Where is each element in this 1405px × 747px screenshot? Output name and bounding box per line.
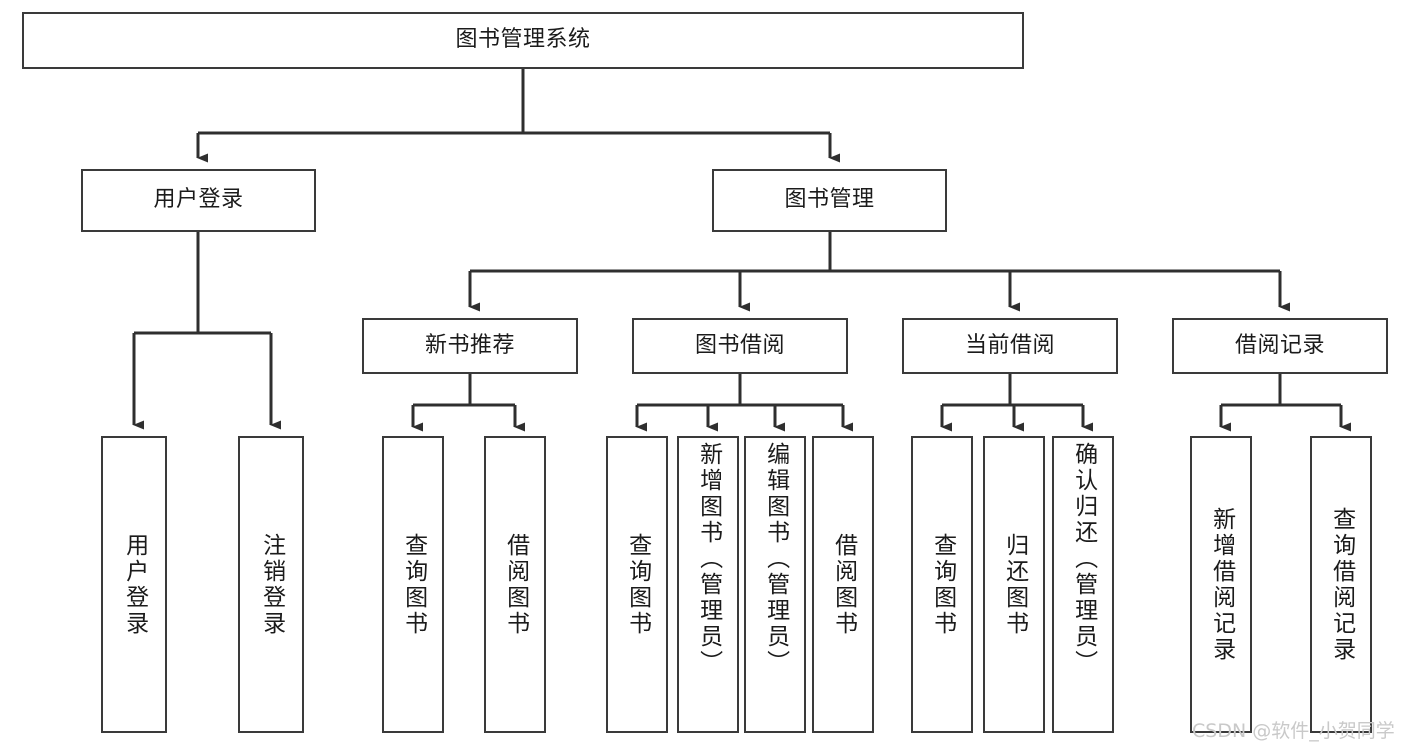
node-current-borrow-label: 当前借阅 <box>964 332 1055 358</box>
node-leaf-borrow-book-label: 借阅图书 <box>830 532 857 637</box>
node-leaf-edit-book-label: 编辑图书（管理员） <box>762 442 789 676</box>
node-new-book-recommend-label: 新书推荐 <box>424 332 515 358</box>
node-leaf-borrow-book[interactable]: 借阅图书 <box>812 436 874 733</box>
node-leaf-user-login[interactable]: 用户登录 <box>101 436 167 733</box>
node-leaf-query-book-borrow[interactable]: 查询图书 <box>606 436 668 733</box>
node-book-borrow-label: 图书借阅 <box>694 332 785 358</box>
node-leaf-borrow-book-recommend[interactable]: 借阅图书 <box>484 436 546 733</box>
node-leaf-confirm-return-label: 确认归还（管理员） <box>1070 442 1097 676</box>
node-leaf-query-book-current[interactable]: 查询图书 <box>911 436 973 733</box>
node-leaf-query-book-current-label: 查询图书 <box>929 532 956 637</box>
node-leaf-add-borrow-record[interactable]: 新增借阅记录 <box>1190 436 1252 733</box>
csdn-watermark: CSDN @软件_小贺同学 <box>1192 720 1395 742</box>
node-leaf-return-book-label: 归还图书 <box>1001 532 1028 637</box>
node-new-book-recommend[interactable]: 新书推荐 <box>362 318 578 374</box>
node-leaf-confirm-return[interactable]: 确认归还（管理员） <box>1052 436 1114 733</box>
node-leaf-query-borrow-record-label: 查询借阅记录 <box>1328 506 1355 663</box>
node-book-management-label: 图书管理 <box>784 187 875 213</box>
node-user-login[interactable]: 用户登录 <box>81 169 316 232</box>
node-book-borrow[interactable]: 图书借阅 <box>632 318 848 374</box>
node-root-label: 图书管理系统 <box>455 27 591 53</box>
node-book-management[interactable]: 图书管理 <box>712 169 947 232</box>
node-leaf-edit-book[interactable]: 编辑图书（管理员） <box>744 436 806 733</box>
node-leaf-user-logout[interactable]: 注销登录 <box>238 436 304 733</box>
node-leaf-query-book-recommend-label: 查询图书 <box>400 532 427 637</box>
node-leaf-return-book[interactable]: 归还图书 <box>983 436 1045 733</box>
node-leaf-query-book-borrow-label: 查询图书 <box>624 532 651 637</box>
node-leaf-user-logout-label: 注销登录 <box>258 532 285 637</box>
node-leaf-add-book[interactable]: 新增图书（管理员） <box>677 436 739 733</box>
node-borrow-records-label: 借阅记录 <box>1234 332 1325 358</box>
node-leaf-user-login-label: 用户登录 <box>121 532 148 637</box>
node-leaf-add-book-label: 新增图书（管理员） <box>695 442 722 676</box>
node-current-borrow[interactable]: 当前借阅 <box>902 318 1118 374</box>
node-leaf-query-book-recommend[interactable]: 查询图书 <box>382 436 444 733</box>
node-leaf-borrow-book-recommend-label: 借阅图书 <box>502 532 529 637</box>
node-leaf-query-borrow-record[interactable]: 查询借阅记录 <box>1310 436 1372 733</box>
node-borrow-records[interactable]: 借阅记录 <box>1172 318 1388 374</box>
node-user-login-label: 用户登录 <box>153 187 244 213</box>
node-leaf-add-borrow-record-label: 新增借阅记录 <box>1208 506 1235 663</box>
node-root[interactable]: 图书管理系统 <box>22 12 1024 69</box>
